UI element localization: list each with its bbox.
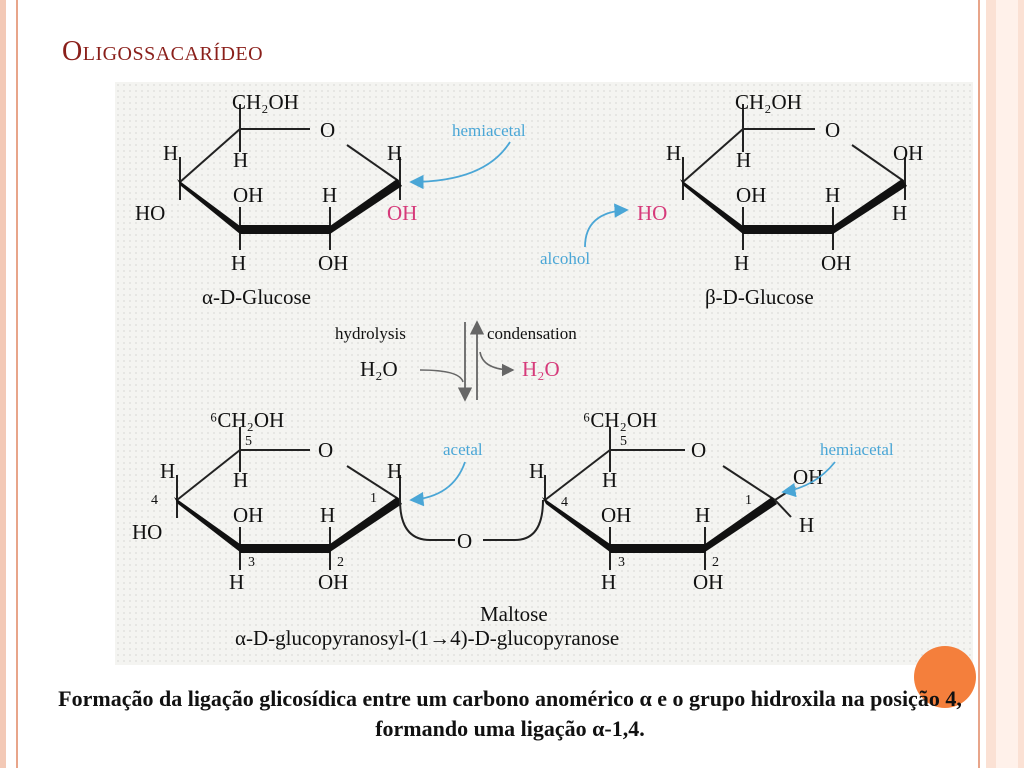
alpha-c5-h: H bbox=[233, 148, 248, 172]
alpha-c3-oh: OH bbox=[233, 183, 263, 207]
beta-glucose-name: β-D-Glucose bbox=[705, 285, 814, 309]
maltose-right-bonds bbox=[544, 427, 796, 570]
water-reactant: H₂O bbox=[360, 357, 398, 381]
maltose-right-ring-oxygen: O bbox=[691, 438, 706, 462]
beta-c5-h: H bbox=[736, 148, 751, 172]
alpha-ring-oxygen: O bbox=[320, 118, 335, 142]
hemiacetal-label-top: hemiacetal bbox=[452, 121, 526, 140]
alcohol-arrow bbox=[584, 203, 629, 248]
beta-c4-h: H bbox=[666, 141, 681, 165]
maltose-name: Maltose bbox=[480, 602, 548, 626]
maltose-right-c4-h: H bbox=[529, 459, 544, 483]
maltose-left-c1-number: 1 bbox=[370, 491, 377, 506]
beta-c3-oh: OH bbox=[736, 183, 766, 207]
alpha-ch2oh: CH₂OH bbox=[232, 90, 299, 114]
alpha-c1-oh: OH bbox=[387, 201, 417, 225]
beta-ring-oxygen: O bbox=[825, 118, 840, 142]
beta-c2-oh: OH bbox=[821, 251, 851, 275]
maltose-right-c5-h: H bbox=[602, 468, 617, 492]
maltose-right-c3-number: 3 bbox=[618, 555, 625, 570]
maltose-right-ch2oh: ⁶CH₂OH bbox=[583, 408, 657, 432]
alpha-glucose-name: α-D-Glucose bbox=[202, 285, 311, 309]
water-out-arrow bbox=[479, 351, 515, 377]
maltose-left-c4-h: H bbox=[160, 459, 175, 483]
maltose-right-c2-number: 2 bbox=[712, 555, 719, 570]
beta-c1-h: H bbox=[892, 201, 907, 225]
slide-caption: Formação da ligação glicosídica entre um… bbox=[58, 686, 962, 741]
maltose-left-c5-number: 5 bbox=[245, 434, 252, 449]
maltose-left-c2-number: 2 bbox=[337, 555, 344, 570]
maltose-systematic-name: α-D-glucopyranosyl-(1→4)-D-glucopyranose bbox=[235, 626, 619, 650]
maltose-left-c2-oh: OH bbox=[318, 570, 348, 594]
maltose-left-c4-ho: HO bbox=[132, 520, 162, 544]
hydrolysis-label: hydrolysis bbox=[335, 324, 406, 343]
maltose-right-c4-number: 4 bbox=[561, 495, 568, 510]
reaction-diagram: CH₂OH O H OH H HO H OH H H OH α-D-Glucos… bbox=[132, 90, 923, 650]
beta-c1-oh: OH bbox=[893, 141, 923, 165]
glycosidic-oxygen: O bbox=[457, 529, 472, 553]
maltose-right-c3-h: H bbox=[601, 570, 616, 594]
slide-title: Oligossacarídeo bbox=[62, 36, 264, 67]
maltose-right-c5-number: 5 bbox=[620, 434, 627, 449]
condensation-label: condensation bbox=[487, 324, 577, 343]
alpha-c4-ho: HO bbox=[135, 201, 165, 225]
maltose-left-c4-number: 4 bbox=[151, 493, 158, 508]
maltose-right-c1-h: H bbox=[799, 513, 814, 537]
left-frame-line bbox=[16, 0, 18, 768]
left-decor-bar bbox=[0, 0, 6, 768]
maltose-left-c5-h: H bbox=[233, 468, 248, 492]
maltose-left-c3-h: H bbox=[229, 570, 244, 594]
glycosidic-bond-figure: CH₂OH O H OH H HO H OH H H OH α-D-Glucos… bbox=[115, 82, 973, 665]
hemiacetal-label-bottom: hemiacetal bbox=[820, 440, 894, 459]
maltose-left-ring: ⁶CH₂OH 5 O H H 1 4 HO H OH H 3 2 H OH bbox=[132, 408, 402, 594]
hemiacetal-arrow-bottom bbox=[781, 461, 836, 498]
maltose-left-ring-oxygen: O bbox=[318, 438, 333, 462]
glycosidic-bond-right bbox=[483, 499, 544, 541]
decorative-orange-circle bbox=[914, 646, 976, 708]
maltose-right-ring: ⁶CH₂OH 5 O H 4 H OH H 1 OH H 3 2 H OH bbox=[529, 408, 823, 594]
acetal-arrow bbox=[409, 461, 466, 507]
maltose-left-c2-h: H bbox=[320, 503, 335, 527]
alpha-c2-oh: OH bbox=[318, 251, 348, 275]
maltose-right-c2-oh: OH bbox=[693, 570, 723, 594]
beta-c4-ho: HO bbox=[637, 201, 667, 225]
hemiacetal-arrow-top bbox=[409, 141, 511, 190]
beta-c2-h: H bbox=[825, 183, 840, 207]
maltose-right-c1-number: 1 bbox=[745, 493, 752, 508]
maltose-right-c2-h: H bbox=[695, 503, 710, 527]
maltose-left-ch2oh: ⁶CH₂OH bbox=[210, 408, 284, 432]
acetal-label: acetal bbox=[443, 440, 483, 459]
alpha-c2-h: H bbox=[322, 183, 337, 207]
alpha-c3-h: H bbox=[231, 251, 246, 275]
maltose-right-c3-oh: OH bbox=[601, 503, 631, 527]
maltose-left-c3-number: 3 bbox=[248, 555, 255, 570]
water-in-arrow bbox=[419, 369, 464, 383]
maltose-left-c1-h: H bbox=[387, 459, 402, 483]
right-frame-line bbox=[978, 0, 980, 768]
glycosidic-bond-left bbox=[399, 499, 455, 541]
beta-glucose-structure: CH₂OH O OH H H HO H OH H H OH β-D-Glucos… bbox=[637, 90, 923, 309]
alcohol-label: alcohol bbox=[540, 249, 590, 268]
alpha-c1-h: H bbox=[387, 141, 402, 165]
water-product: H₂O bbox=[522, 357, 560, 381]
alpha-c4-h: H bbox=[163, 141, 178, 165]
alpha-glucose-structure: CH₂OH O H OH H HO H OH H H OH α-D-Glucos… bbox=[135, 90, 417, 309]
maltose-left-c3-oh: OH bbox=[233, 503, 263, 527]
beta-c3-h: H bbox=[734, 251, 749, 275]
equilibrium-section: hydrolysis condensation H₂O H₂O bbox=[335, 320, 577, 402]
beta-ch2oh: CH₂OH bbox=[735, 90, 802, 114]
right-decor-strip-inner bbox=[996, 0, 1018, 768]
